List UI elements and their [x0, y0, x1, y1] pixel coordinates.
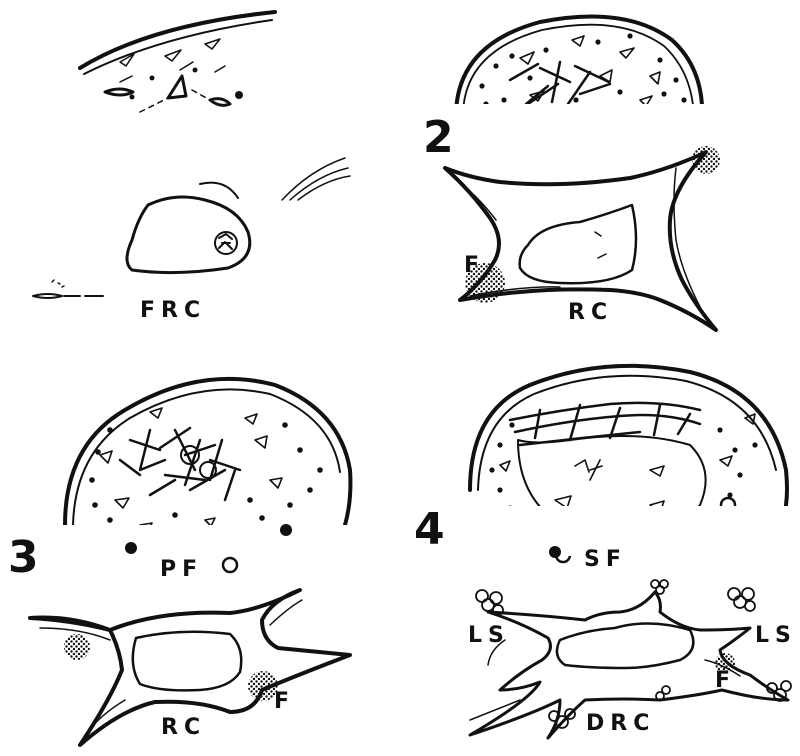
label-frc: FRC	[140, 298, 206, 323]
panel-2-label-rc: RC	[568, 300, 613, 325]
panel-4: 4 SF LS LS F DRC	[414, 366, 800, 738]
panel-2: 2 F RC	[423, 16, 738, 330]
panel-4-label-sf: SF	[584, 547, 627, 572]
panel-3: 3 PF RC F	[8, 379, 380, 745]
panel-1-reticular-cell	[127, 197, 250, 273]
panel-2-label-f: F	[464, 253, 485, 278]
panel-4-label-ls-right: LS	[755, 623, 797, 648]
panel-3-number: 3	[8, 532, 39, 583]
panel-4-label-f: F	[715, 668, 736, 693]
panel-3-label-f: F	[274, 689, 295, 714]
panel-3-label-pf: PF	[160, 557, 203, 582]
panel-1-follicle-fragment	[80, 12, 275, 112]
panel-4-lymphatic-sinus-clusters	[476, 580, 791, 728]
panel-1: FRC	[33, 12, 350, 323]
panel-1-crop-arcs	[200, 158, 350, 200]
panel-1-nucleus	[215, 232, 237, 254]
panel-1-scale-mark	[33, 280, 103, 298]
panel-4-label-ls-left: LS	[468, 623, 510, 648]
panel-4-label-drc: DRC	[586, 711, 655, 736]
panel-3-crop-mask	[40, 516, 380, 585]
panel-3-label-rc: RC	[161, 715, 206, 740]
panel-4-number: 4	[414, 504, 445, 555]
panel-2-number: 2	[423, 112, 454, 163]
